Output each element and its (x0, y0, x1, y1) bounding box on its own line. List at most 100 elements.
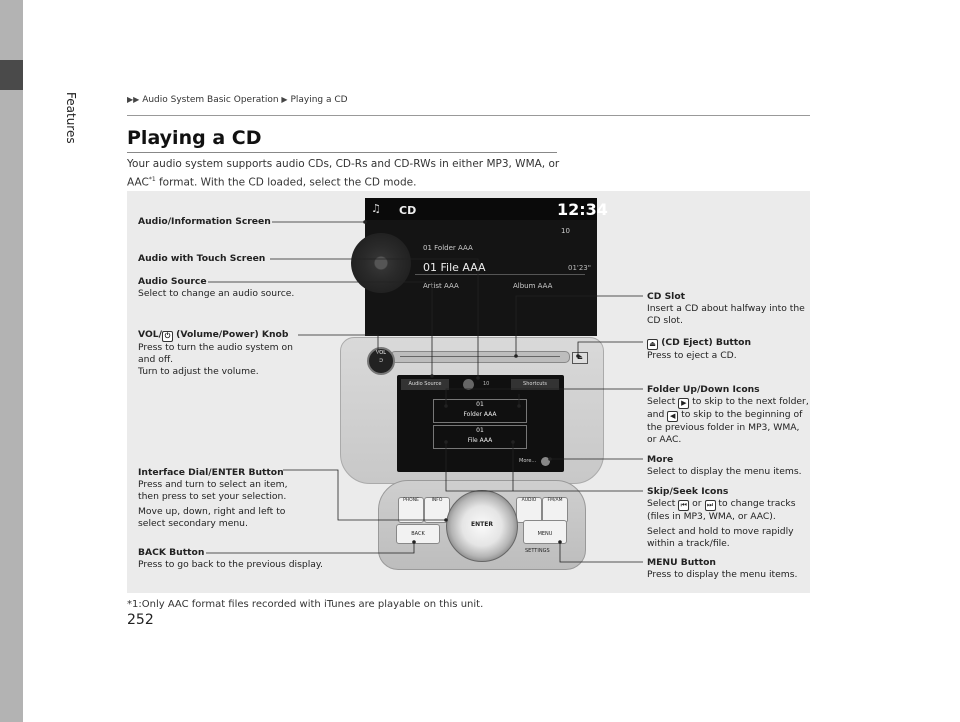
screen-mode: CD (399, 204, 417, 217)
label-desc: Turn to adjust the volume. (138, 366, 259, 377)
fm-am-label: FM/AM (547, 498, 563, 503)
screen-file: 01 File AAA (423, 261, 486, 274)
intro-paragraph: Your audio system supports audio CDs, CD… (127, 157, 567, 191)
label-cd-eject: ⏏ (CD Eject) Button Press to eject a CD. (647, 337, 751, 362)
label-audio-touch-screen: Audio with Touch Screen (138, 253, 265, 265)
label-title: Audio with Touch Screen (138, 253, 266, 264)
label-cd-slot: CD Slot Insert a CD about halfway into t… (647, 291, 805, 327)
breadcrumb-arrow-icon: ▶▶ (127, 95, 140, 104)
screen-elapsed: 01'23" (568, 264, 591, 272)
label-desc: Select to change an audio source. (138, 288, 295, 299)
audio-button[interactable]: AUDIO (516, 497, 542, 523)
audio-label: AUDIO (521, 498, 537, 503)
intro-text: AAC (127, 176, 149, 189)
settings-label: SETTINGS (525, 548, 550, 554)
label-audio-information-screen: Audio/Information Screen (138, 216, 271, 228)
label-title: MENU Button (647, 557, 716, 568)
breadcrumb: ▶▶ Audio System Basic Operation ▶ Playin… (127, 95, 348, 105)
eject-icon: ⏏ (647, 339, 658, 350)
label-desc: Press to turn the audio system on (138, 342, 293, 353)
label-desc: to change tracks (715, 498, 796, 509)
menu-button[interactable]: MENU (523, 520, 567, 544)
side-tab-marker (0, 60, 23, 90)
more-button[interactable]: More... (519, 458, 537, 464)
label-desc: Select (647, 396, 679, 407)
label-desc: Press to display the menu items. (647, 569, 798, 580)
disc-icon (351, 233, 411, 293)
file-name: File AAA (467, 437, 493, 444)
label-desc: Press to eject a CD. (647, 350, 737, 361)
phone-button[interactable]: PHONE (398, 497, 424, 523)
label-desc: the previous folder in MP3, WMA, (647, 422, 800, 433)
music-note-icon: ♫ (371, 202, 381, 215)
label-desc: to skip to the beginning of (678, 409, 803, 420)
label-desc: or (689, 498, 705, 509)
power-icon: ⏻ (161, 331, 173, 342)
screen-folder: 01 Folder AAA (423, 244, 473, 252)
label-desc: Move up, down, right and left to (138, 506, 286, 517)
label-title: (Volume/Power) Knob (172, 329, 289, 340)
volume-power-knob[interactable]: VOL⏻ (367, 347, 395, 375)
header-rule (127, 115, 810, 116)
audio-source-button[interactable]: Audio Source (401, 379, 449, 390)
label-interface-dial: Interface Dial/ENTER Button Press and tu… (138, 467, 288, 530)
lcd-volume: 10 (483, 381, 490, 387)
breadcrumb-item[interactable]: Audio System Basic Operation (142, 95, 279, 105)
page-number: 252 (127, 612, 154, 628)
footnote-ref[interactable]: *1 (148, 176, 156, 183)
label-desc: Select (647, 498, 679, 509)
label-desc: Select and hold to move rapidly (647, 526, 794, 537)
label-more: More Select to display the menu items. (647, 454, 802, 478)
interface-dial[interactable]: ENTER (446, 490, 518, 562)
cd-eject-button[interactable]: ⏏ (572, 352, 588, 364)
label-audio-source: Audio Source Select to change an audio s… (138, 276, 294, 300)
cd-source-icon (463, 379, 474, 390)
enter-label: ENTER (471, 521, 493, 528)
label-desc: Select to display the menu items. (647, 466, 802, 477)
audio-information-screen: ♫ CD 12:34 10 01 Folder AAA 01 File AAA … (351, 198, 608, 336)
breadcrumb-arrow-icon: ▶ (281, 95, 288, 104)
title-rule (127, 152, 557, 153)
label-title: Audio Source (138, 276, 207, 287)
screen-album: Album AAA (513, 282, 553, 290)
label-vol-knob: VOL/⏻ (Volume/Power) Knob Press to turn … (138, 329, 293, 378)
page-title: Playing a CD (127, 127, 262, 149)
label-title: Skip/Seek Icons (647, 486, 729, 497)
label-desc: to skip to the next folder, (689, 396, 809, 407)
skip-forward-icon: ⏭ (704, 500, 716, 511)
label-folder-icons: Folder Up/Down Icons Select ▶ to skip to… (647, 384, 809, 446)
folder-number: 01 (476, 401, 484, 408)
label-title: Audio/Information Screen (138, 216, 271, 227)
label-title: BACK Button (138, 547, 205, 558)
label-desc: within a track/file. (647, 538, 730, 549)
breadcrumb-item[interactable]: Playing a CD (290, 95, 348, 105)
screen-clock: 12:34 (557, 200, 608, 219)
screen-artist: Artist AAA (423, 282, 459, 290)
file-box: 01 File AAA (433, 425, 527, 449)
back-button[interactable]: BACK (396, 524, 440, 544)
touch-screen: Audio Source 10 Shortcuts 01 Folder AAA … (397, 375, 564, 472)
folder-down-icon: ◀ (667, 411, 679, 422)
shortcuts-button[interactable]: Shortcuts (511, 379, 559, 390)
label-back-button: BACK Button Press to go back to the prev… (138, 547, 323, 571)
label-title: Interface Dial/ENTER Button (138, 467, 284, 478)
label-title: CD Slot (647, 291, 686, 302)
cd-slot-line (400, 356, 560, 357)
side-tab (0, 0, 23, 722)
label-desc: or AAC. (647, 434, 682, 445)
info-button[interactable]: INFO (424, 497, 450, 523)
label-desc: then press to set your selection. (138, 491, 287, 502)
screen-volume: 10 (561, 227, 570, 235)
label-menu-button: MENU Button Press to display the menu it… (647, 557, 797, 581)
label-desc: and off. (138, 354, 174, 365)
label-desc: CD slot. (647, 315, 683, 326)
label-title: (CD Eject) Button (658, 337, 752, 348)
phone-label: PHONE (403, 498, 419, 503)
footnote: *1:Only AAC format files recorded with i… (127, 599, 484, 610)
folder-up-icon: ▶ (678, 398, 690, 409)
label-desc: Press and turn to select an item, (138, 479, 288, 490)
label-desc: select secondary menu. (138, 518, 248, 529)
label-skip-seek: Skip/Seek Icons Select ⏮ or ⏭ to change … (647, 486, 795, 550)
label-desc: Press to go back to the previous display… (138, 559, 323, 570)
